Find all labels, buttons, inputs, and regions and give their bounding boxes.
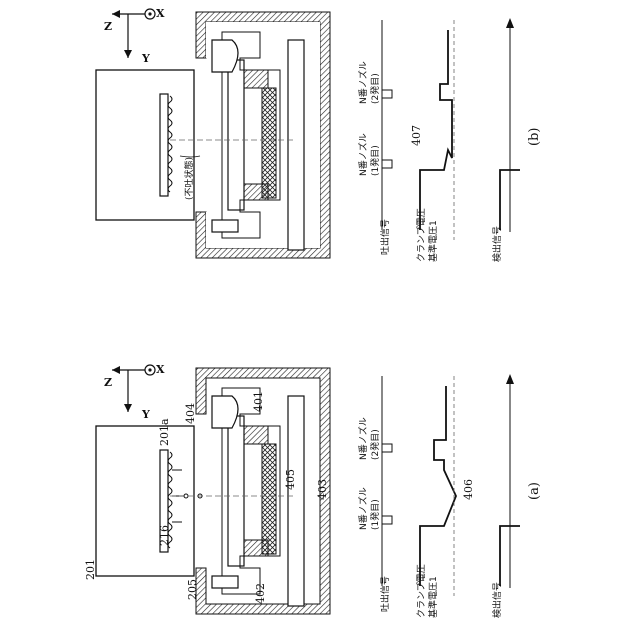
nozzle1-line1-a: N番ノズル	[357, 487, 369, 530]
ref-406: 406	[462, 479, 475, 500]
ref-405: 405	[284, 469, 297, 490]
axis-x-label: X	[156, 7, 165, 20]
electrode-a	[262, 444, 276, 554]
signal-clamp-b: クランプ電圧	[416, 208, 427, 262]
nozzle2-line2-b: (2発目)	[369, 73, 381, 104]
axis-z-label-a: Z	[104, 376, 112, 389]
axis-z-label: Z	[104, 20, 112, 33]
electrode-b	[262, 88, 276, 198]
roller-top-a	[212, 396, 238, 428]
plate-a	[288, 396, 304, 606]
ref-201: 201	[84, 559, 97, 580]
roller-bottom-a	[212, 576, 238, 588]
roller-bottom-b	[212, 220, 238, 232]
nozzle2-line2-a: (2発目)	[369, 429, 381, 460]
head-block-b	[96, 70, 194, 220]
signal-detect-b: 検出信号	[491, 226, 503, 262]
axis-y-label-a: Y	[141, 408, 150, 421]
ref-402: 402	[254, 583, 267, 604]
signal-detect-a: 検出信号	[491, 582, 503, 618]
ref-403: 403	[316, 479, 329, 500]
plate-b	[288, 40, 304, 250]
nozzle1-line2-b: (1発目)	[369, 145, 381, 176]
nozzle-plate-b	[160, 94, 168, 196]
axis-y-label: Y	[141, 52, 150, 65]
clamp-voltage-b	[420, 30, 452, 230]
signal-clamp-a: クランプ電圧	[416, 564, 427, 618]
nozzle2-line1-b: N番ノズル	[357, 61, 369, 104]
signal-discharge-a: 吐出信号	[379, 576, 391, 612]
signal-ref-a: 基準電圧1	[427, 576, 439, 618]
panel-b: Z Y X (不吐状態) 吐出信号 クランプ電圧	[96, 7, 542, 262]
caption-a: (a)	[527, 482, 542, 500]
caption-b: (b)	[527, 128, 542, 146]
cylinder-a	[228, 416, 244, 566]
clamp-voltage-a	[420, 386, 456, 586]
ref-407: 407	[410, 125, 423, 146]
ref-205: 205	[186, 579, 199, 600]
roller-top-b	[212, 40, 238, 72]
axis-x-label-a: X	[156, 363, 165, 376]
axis-indicator-a: Z Y X	[104, 363, 165, 421]
ref-404: 404	[184, 403, 197, 424]
head-block-a	[96, 426, 194, 576]
nozzle2-line1-a: N番ノズル	[357, 417, 369, 460]
nozzle1-line1-b: N番ノズル	[357, 133, 369, 176]
signal-ref-b: 基準電圧1	[427, 220, 439, 262]
signal-discharge-b: 吐出信号	[379, 219, 391, 255]
ref-216: 216	[158, 525, 171, 546]
cylinder-b	[228, 60, 244, 210]
ref-401: 401	[252, 391, 265, 412]
axis-indicator-b: Z Y X	[104, 7, 165, 65]
panel-a: Z Y X 201 201a 216 205 404 401 402 40	[84, 363, 542, 618]
nozzle1-line2-a: (1発目)	[369, 499, 381, 530]
non-discharge-label: (不吐状態)	[183, 157, 195, 200]
ref-201a: 201a	[158, 418, 171, 446]
